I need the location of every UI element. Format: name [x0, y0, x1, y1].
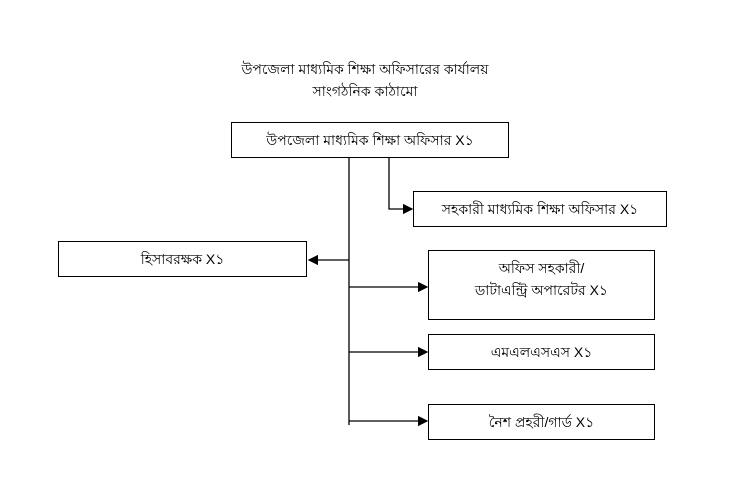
node-label: উপজেলা মাধ্যমিক শিক্ষা অফিসার X১ — [266, 131, 474, 148]
chart-subtitle: সাংগঠনিক কাঠামো — [312, 83, 418, 99]
node-mlss: এমএলএসএস X১ — [428, 334, 655, 370]
node-label: নৈশ প্রহরী/গার্ড X১ — [488, 413, 595, 430]
node-label: সহকারী মাধ্যমিক শিক্ষা অফিসার X১ — [441, 200, 639, 217]
assistant-officer-connector — [388, 158, 414, 215]
node-night-guard: নৈশ প্রহরী/গার্ড X১ — [428, 404, 655, 440]
node-label-line1: অফিস সহকারী/ — [498, 260, 585, 276]
node-accountant: হিসাবরক্ষক X১ — [58, 241, 307, 277]
node-label-line2: ডাটাএন্ট্রি অপারেটর X১ — [474, 282, 608, 299]
chart-title: উপজেলা মাধ্যমিক শিক্ষা অফিসারের কার্যালয… — [241, 61, 489, 77]
node-label: হিসাবরক্ষক X১ — [140, 250, 225, 267]
node-office-assistant: অফিস সহকারী/ ডাটাএন্ট্রি অপারেটর X১ — [428, 250, 655, 320]
node-label: এমএলএসএস X১ — [490, 343, 593, 360]
node-assistant-officer: সহকারী মাধ্যমিক শিক্ষা অফিসার X১ — [413, 191, 667, 227]
node-head-officer: উপজেলা মাধ্যমিক শিক্ষা অফিসার X১ — [231, 122, 509, 158]
